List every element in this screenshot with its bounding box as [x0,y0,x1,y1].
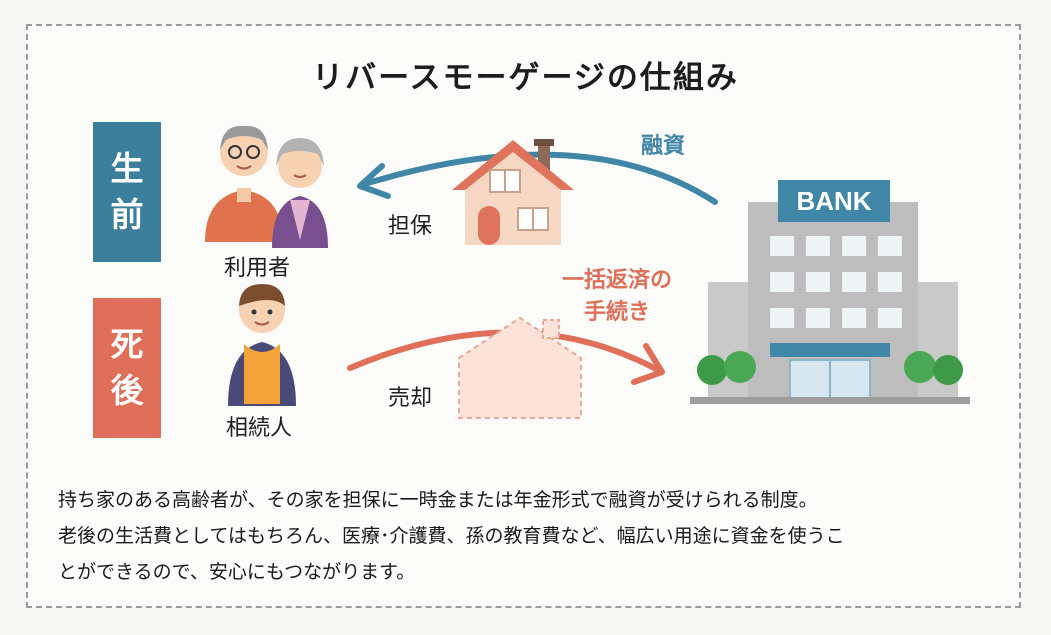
heir-icon [228,284,296,406]
heir-label: 相続人 [226,410,292,442]
description-line-2: 老後の生活費としてはもちろん、医療･介護費、孫の教育費など、幅広い用途に資金を使… [58,518,998,554]
repayment-label-line2: 手続き [584,294,650,326]
collateral-label: 担保 [388,208,432,240]
bank-sign: BANK [778,186,890,217]
sale-label: 売却 [388,380,432,412]
description-text: 持ち家のある高齢者が、その家を担保に一時金または年金形式で融資が受けられる制度。… [58,482,998,590]
loan-label: 融資 [641,128,685,160]
description-line-1: 持ち家のある高齢者が、その家を担保に一時金または年金形式で融資が受けられる制度。 [58,482,998,518]
user-label: 利用者 [224,250,290,282]
description-line-3: とができるので、安心にもつながります。 [58,554,998,590]
elderly-couple-icon [205,126,328,248]
repayment-label-line1: 一括返済の [562,262,672,294]
